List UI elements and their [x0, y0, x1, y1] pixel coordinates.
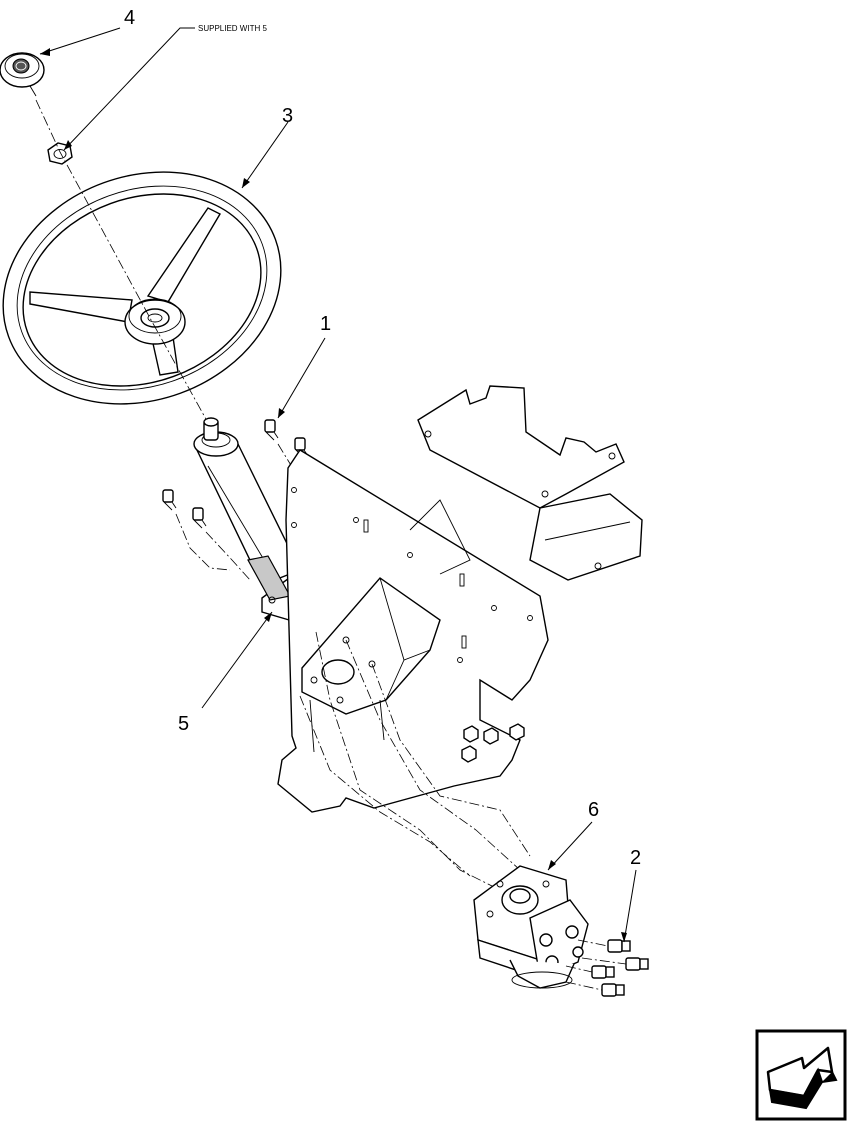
horn-cap: [0, 52, 45, 97]
callout-3: 3: [282, 105, 293, 127]
alignment-lines: [299, 631, 541, 891]
callout-2: 2: [630, 847, 641, 869]
callout-6: 6: [588, 799, 599, 821]
callout-5: 5: [178, 713, 189, 735]
callout-1: 1: [320, 313, 331, 335]
steering-wheel: [2, 171, 282, 405]
support-frame: [277, 385, 643, 813]
steering-control-unit: [473, 865, 589, 989]
next-page-button[interactable]: [755, 1029, 847, 1121]
leader-lines: [39, 27, 637, 943]
steering-column: [193, 417, 337, 623]
mounting-bolts: [162, 419, 331, 581]
hydraulic-fittings: [565, 939, 649, 997]
next-page-arrow-icon: [766, 1046, 838, 1110]
supplied-note: SUPPLIED WITH 5: [198, 24, 267, 33]
callout-4: 4: [124, 7, 135, 29]
callout-labels: 4 SUPPLIED WITH 5 3 1 5 6 2: [124, 7, 641, 869]
